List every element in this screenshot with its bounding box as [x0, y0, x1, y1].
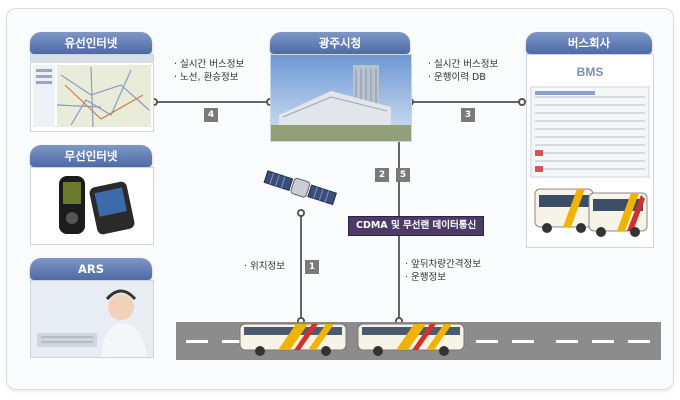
info-comm-line: 앞뒤차량간격정보 — [405, 258, 481, 271]
city-hall-photo — [270, 54, 412, 142]
map-screen-icon — [31, 55, 153, 128]
lane-mark — [592, 340, 614, 343]
step-number-1: 1 — [305, 260, 319, 274]
bus-pair-icon — [534, 188, 648, 237]
info-left-line: 노선, 환승정보 — [174, 71, 244, 84]
wireless-internet-image — [30, 167, 154, 245]
node-label-wireless-internet: 무선인터넷 — [30, 145, 152, 167]
wired-internet-screenshot — [30, 54, 154, 132]
bms-screen-icon — [530, 86, 650, 237]
step-number-5: 5 — [396, 168, 410, 182]
step-number-4: 4 — [204, 108, 218, 122]
info-comm-line: 운행정보 — [405, 271, 481, 284]
info-comm: 앞뒤차량간격정보 운행정보 — [405, 258, 481, 284]
step-number-3: 3 — [461, 108, 475, 122]
lane-mark — [512, 340, 534, 343]
mobile-phones-icon — [59, 176, 135, 235]
step-number-2: 2 — [375, 168, 389, 182]
lane-mark — [476, 340, 498, 343]
connector-dot — [518, 98, 526, 106]
link-line-right — [410, 101, 522, 103]
node-label-ars: ARS — [30, 258, 152, 280]
bus-company-panel: BMS — [526, 54, 654, 248]
cdma-communication-band: CDMA 및 무선랜 데이터통신 — [348, 216, 485, 236]
satellite-icon — [263, 170, 337, 206]
lane-mark — [556, 340, 578, 343]
city-hall-building-icon — [271, 55, 411, 141]
node-label-bus-company: 버스회사 — [526, 32, 652, 54]
info-left: 실시간 버스정보 노선, 환승정보 — [174, 58, 244, 84]
info-right-line: 운행이력 DB — [428, 71, 498, 84]
link-line-left — [154, 101, 270, 103]
link-line-gps-down — [300, 212, 302, 320]
node-label-wired-internet: 유선인터넷 — [30, 32, 152, 54]
lane-mark — [186, 340, 208, 343]
call-center-agent-icon — [31, 281, 153, 357]
node-label-city-hall: 광주시청 — [270, 32, 410, 54]
info-right-line: 실시간 버스정보 — [428, 58, 498, 71]
lane-mark — [628, 340, 650, 343]
bus-icon-left — [239, 323, 347, 356]
info-right: 실시간 버스정보 운행이력 DB — [428, 58, 498, 84]
info-gps-line: 위치정보 — [244, 260, 285, 273]
connector-dot — [297, 209, 305, 217]
info-left-line: 실시간 버스정보 — [174, 58, 244, 71]
ars-image — [30, 280, 154, 358]
info-gps: 위치정보 — [244, 260, 285, 273]
lane-mark — [222, 340, 244, 343]
bms-label: BMS — [576, 65, 604, 79]
bus-icon-right — [357, 323, 465, 356]
